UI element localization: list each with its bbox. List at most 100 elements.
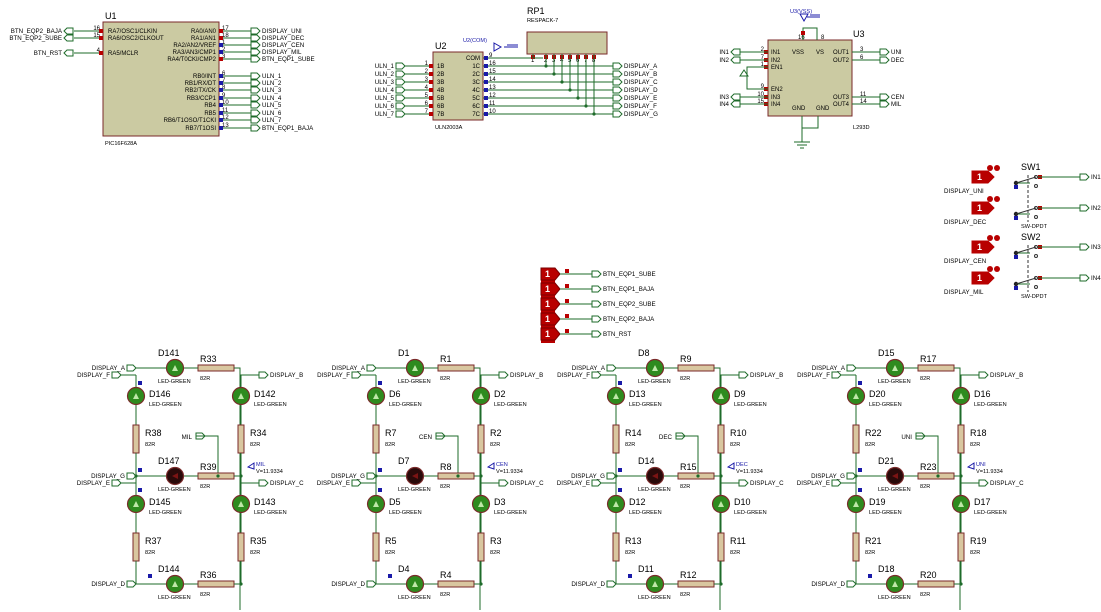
u3-pin-label: IN1 <box>771 50 781 56</box>
u1-pin-label: RA7/OSC1/CLKIN <box>108 29 157 35</box>
net-terminal <box>395 110 406 118</box>
net-terminal <box>63 27 74 35</box>
led-part: LED-GREEN <box>638 379 671 385</box>
net-label: DISPLAY_D <box>811 581 845 588</box>
logic-state-toggle[interactable] <box>971 201 995 215</box>
resistor <box>477 424 485 454</box>
net-terminal <box>591 300 602 308</box>
logic-state-toggle[interactable] <box>971 240 995 254</box>
resistor <box>477 532 485 562</box>
u2-pin-number: 11 <box>489 101 496 107</box>
net-terminal <box>846 580 857 588</box>
logic-probe-marker <box>484 64 488 68</box>
u1-pin-label: RA3/AN3/CMP1 <box>173 50 217 56</box>
resistor <box>437 472 475 480</box>
logic-state-toggle[interactable] <box>540 282 561 296</box>
common-wire <box>685 435 699 476</box>
net-label: BTN_EQP2_BAJA <box>603 316 655 323</box>
net-terminal <box>63 34 74 42</box>
junction-dot <box>456 474 460 478</box>
logic-probe-marker <box>628 574 632 578</box>
net-label: DISPLAY_F <box>624 103 657 110</box>
u1-pin-label: RB7/T1OSI <box>185 126 216 132</box>
logic-state-toggle[interactable] <box>971 271 995 285</box>
resistor-ref: R17 <box>920 354 937 364</box>
resistor-ref: R20 <box>920 570 937 580</box>
logic-probe-marker <box>484 104 488 108</box>
net-terminal <box>606 472 617 480</box>
led-diode-icon <box>718 393 724 399</box>
logic-state-toggle[interactable] <box>540 297 561 311</box>
led-part: LED-GREEN <box>158 595 191 601</box>
net-label: DISPLAY_UNI <box>262 28 302 35</box>
led-ref: D11 <box>638 564 654 574</box>
led-ref: D145 <box>149 497 171 507</box>
led-diode-icon <box>133 393 139 399</box>
resistor-ref: R37 <box>145 536 162 546</box>
net-terminal <box>435 432 446 440</box>
net-terminal <box>612 110 623 118</box>
net-label: DISPLAY_G <box>811 473 845 480</box>
resistor <box>852 424 860 454</box>
switch-in-label: DISPLAY_UNI <box>944 188 984 195</box>
logic-state-toggle[interactable] <box>540 327 561 341</box>
resistor <box>677 364 715 372</box>
u3-pin-label: VSS <box>792 50 804 56</box>
u2-pin-label: 4C <box>472 88 480 94</box>
logic-state-value: 1 <box>977 273 982 283</box>
logic-state-toggle[interactable] <box>540 267 561 281</box>
resistor-ref: R13 <box>625 536 642 546</box>
net-label: DISPLAY_B <box>990 372 1023 379</box>
logic-state-value: 1 <box>545 329 550 339</box>
net-terminal <box>606 580 617 588</box>
u3-part: L293D <box>853 125 869 131</box>
logic-state-toggle[interactable] <box>971 170 995 184</box>
net-terminal <box>1079 204 1090 212</box>
common-wire <box>205 435 219 476</box>
led-part: LED-GREEN <box>878 595 911 601</box>
net-label: ULN_6 <box>375 103 395 110</box>
switch-contact <box>1034 254 1038 258</box>
u2-ref: U2 <box>435 41 447 51</box>
u2-pin-label: 6C <box>472 104 480 110</box>
led-diode-icon <box>172 581 178 587</box>
logic-probe-marker <box>388 574 392 578</box>
led-diode-icon <box>652 581 658 587</box>
common-wire <box>925 435 939 476</box>
u1-pin-number: 10 <box>222 100 229 106</box>
net-label: DISPLAY_G <box>571 473 605 480</box>
resistor-ref: R1 <box>440 354 452 364</box>
logic-probe-marker <box>138 488 142 492</box>
resistor-ref: R35 <box>250 536 267 546</box>
u1-pin-label: RB0/INT <box>193 74 216 80</box>
net-terminal <box>366 580 377 588</box>
resistor <box>612 532 620 562</box>
net-label: DISPLAY_MIL <box>262 49 302 56</box>
resistor-value: 82R <box>200 376 210 382</box>
net-label: DISPLAY_C <box>990 480 1024 487</box>
net-terminal <box>258 371 269 379</box>
u3-pin-number: 6 <box>860 55 864 61</box>
logic-state-toggle[interactable] <box>540 312 561 326</box>
u1-pin-number: 13 <box>222 123 229 129</box>
net-label: DISPLAY_C <box>750 480 784 487</box>
logic-indicator-icon <box>994 235 1000 241</box>
led-part: LED-GREEN <box>149 402 182 408</box>
led-diode-icon <box>412 365 418 371</box>
u2-pin-label: 2B <box>437 72 444 78</box>
led-part: LED-GREEN <box>389 510 422 516</box>
switch-contact <box>1034 184 1038 188</box>
net-terminal <box>250 86 261 94</box>
led-diode-icon <box>892 473 898 479</box>
net-terminal <box>846 364 857 372</box>
probe-label: CEN <box>496 462 508 468</box>
resistor <box>917 580 955 588</box>
led-ref: D13 <box>629 389 646 399</box>
u1-pin-label: RA4/T0CKI/CMP2 <box>167 57 216 63</box>
net-terminal <box>730 93 741 101</box>
led-ref: D147 <box>158 456 180 466</box>
resistor-ref: R22 <box>865 428 882 438</box>
net-label: DISPLAY_F <box>797 372 830 379</box>
resistor <box>197 364 235 372</box>
resistor-ref: R5 <box>385 536 397 546</box>
